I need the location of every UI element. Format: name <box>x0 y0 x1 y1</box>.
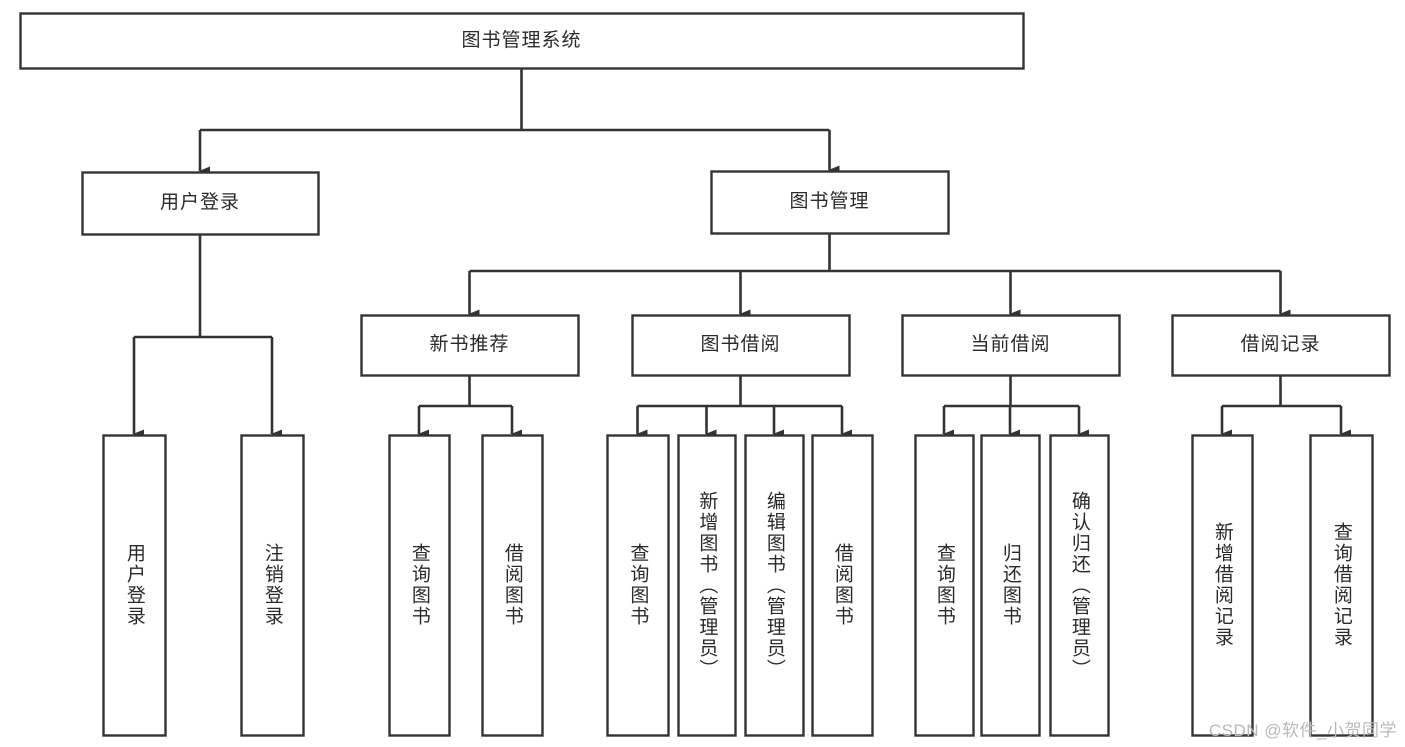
edge-group-current-borrow <box>942 375 1089 439</box>
node-box-leaf-logout[interactable] <box>240 434 305 737</box>
node-box-current-borrow[interactable] <box>901 314 1121 377</box>
node-box-leaf-query-book-c[interactable] <box>914 434 975 737</box>
node-box-leaf-query-book-a[interactable] <box>388 434 451 737</box>
node-box-new-book-rec[interactable] <box>360 314 580 377</box>
node-box-leaf-query-book-b[interactable] <box>606 434 670 737</box>
node-box-leaf-user-login[interactable] <box>102 434 167 737</box>
csdn-watermark: CSDN @软件_小贺同学 <box>1208 721 1397 740</box>
edge-group-book-borrow <box>636 375 852 439</box>
node-box-book-manage[interactable] <box>710 170 950 235</box>
node-box-leaf-borrow-book-a[interactable] <box>481 434 544 737</box>
node-box-leaf-edit-book[interactable] <box>744 434 805 737</box>
node-box-root[interactable] <box>19 12 1025 70</box>
node-box-book-borrow[interactable] <box>631 314 851 377</box>
edge-group-new-book-rec <box>417 375 522 439</box>
edge-group-user-login <box>132 234 282 439</box>
node-box-leaf-add-book[interactable] <box>677 434 737 737</box>
edge-layer <box>132 68 1351 439</box>
edge-group-root <box>198 68 840 176</box>
node-box-leaf-confirm-return[interactable] <box>1049 434 1110 737</box>
node-box-borrow-record[interactable] <box>1171 314 1391 377</box>
node-box-leaf-return-book[interactable] <box>980 434 1041 737</box>
edge-group-book-manage <box>468 233 1291 319</box>
node-box-leaf-query-record[interactable] <box>1309 434 1374 737</box>
node-box-user-login[interactable] <box>81 171 320 236</box>
edge-group-borrow-record <box>1220 375 1351 439</box>
node-box-leaf-add-record[interactable] <box>1191 434 1254 737</box>
node-box-leaf-borrow-book-b[interactable] <box>811 434 874 737</box>
box-layer <box>19 12 1391 737</box>
